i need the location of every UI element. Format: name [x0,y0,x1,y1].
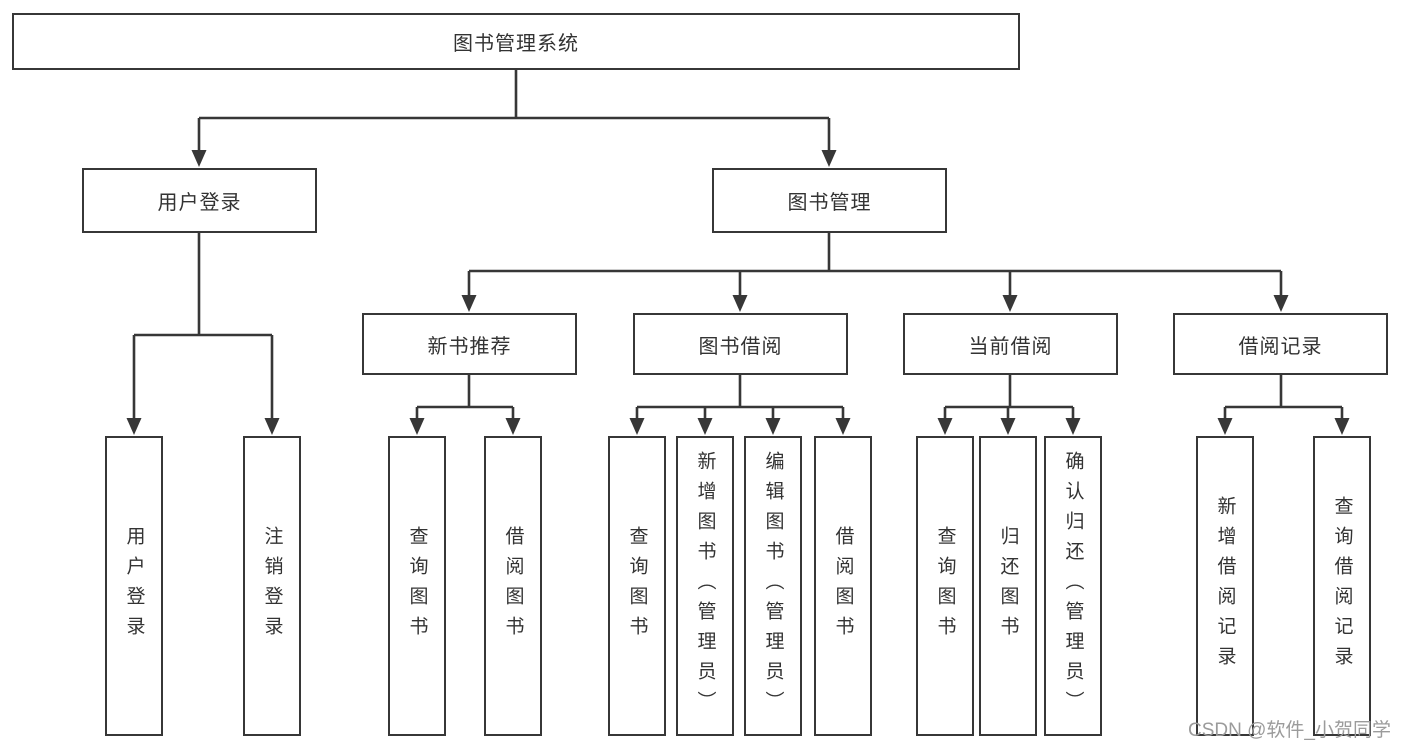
node-label: 当前借阅 [968,335,1053,358]
leaf-query-books-recommend: 查询图书 [388,436,446,736]
node-label: 查询借阅记录 [1331,496,1353,676]
node-label: 新增图书（管理员） [694,451,716,721]
edge-book-borrowing-children [635,375,845,420]
node-label: 查询图书 [626,526,648,646]
node-label: 借阅图书 [502,526,524,646]
node-new-book-recommend: 新书推荐 [362,313,577,375]
node-label: 用户登录 [157,192,242,214]
node-borrowing-records: 借阅记录 [1173,313,1388,375]
node-user-login: 用户登录 [82,168,317,233]
node-label: 借阅图书 [832,526,854,646]
node-label: 查询图书 [406,526,428,646]
node-label: 图书管理系统 [453,33,579,55]
leaf-edit-book-admin: 编辑图书（管理员） [744,436,802,736]
csdn-watermark: CSDN @软件_小贺同学 [1188,720,1391,741]
node-book-management: 图书管理 [712,168,947,233]
edge-new-book-children [415,375,515,420]
node-label: 新书推荐 [427,335,512,358]
node-label: 图书管理 [787,192,872,214]
leaf-user-login: 用户登录 [105,436,163,736]
node-label: 查询图书 [934,526,956,646]
edge-current-borrowing-children [943,375,1075,420]
node-label: 借阅记录 [1238,335,1323,358]
arrowheads [126,150,1350,435]
leaf-query-books-borrowing: 查询图书 [608,436,666,736]
node-label: 归还图书 [997,526,1019,646]
edge-borrowing-records-children [1223,375,1344,420]
leaf-borrow-books-borrowing: 借阅图书 [814,436,872,736]
edge-user-login-children [132,233,274,420]
leaf-borrow-books-recommend: 借阅图书 [484,436,542,736]
leaf-return-books: 归还图书 [979,436,1037,736]
node-library-management-system: 图书管理系统 [12,13,1020,70]
node-label: 编辑图书（管理员） [762,451,784,721]
leaf-query-borrow-record: 查询借阅记录 [1313,436,1371,736]
leaf-logout: 注销登录 [243,436,301,736]
node-label: 新增借阅记录 [1214,496,1236,676]
node-label: 确认归还（管理员） [1062,451,1084,721]
leaf-add-book-admin: 新增图书（管理员） [676,436,734,736]
edge-root-to-level2 [197,70,831,152]
node-current-borrowing: 当前借阅 [903,313,1118,375]
leaf-confirm-return-admin: 确认归还（管理员） [1044,436,1102,736]
node-book-borrowing: 图书借阅 [633,313,848,375]
leaf-add-borrow-record: 新增借阅记录 [1196,436,1254,736]
leaf-query-books-current: 查询图书 [916,436,974,736]
node-label: 注销登录 [261,526,283,646]
node-label: 用户登录 [123,526,145,646]
edge-book-management-children [467,233,1283,297]
node-label: 图书借阅 [698,335,783,358]
